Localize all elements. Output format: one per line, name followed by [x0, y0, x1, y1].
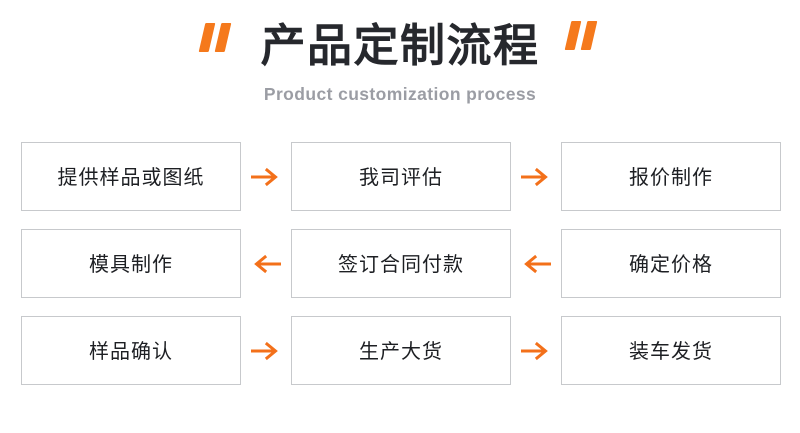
step-label: 我司评估: [359, 164, 443, 189]
flow-row: 提供样品或图纸 我司评估 报价制作: [21, 142, 781, 211]
title-row: 产品定制流程: [0, 14, 800, 76]
step-label: 生产大货: [359, 338, 443, 363]
step-label: 确定价格: [629, 251, 713, 276]
arrow-left-icon: [521, 253, 551, 275]
page-title: 产品定制流程: [260, 18, 540, 72]
step-label: 装车发货: [629, 338, 713, 363]
step-box[interactable]: 装车发货: [561, 316, 781, 385]
step-label: 模具制作: [89, 251, 173, 276]
connector: [511, 142, 561, 211]
flow-row: 模具制作 签订合同付款 确定价格: [21, 229, 781, 298]
flow-row: 样品确认 生产大货 装车发货: [21, 316, 781, 385]
step-box[interactable]: 签订合同付款: [291, 229, 511, 298]
header: 产品定制流程 Product customization process: [0, 0, 800, 128]
step-label: 样品确认: [89, 338, 173, 363]
step-box[interactable]: 样品确认: [21, 316, 241, 385]
connector: [241, 316, 291, 385]
step-box[interactable]: 提供样品或图纸: [21, 142, 241, 211]
close-quote-mark-icon: [566, 21, 600, 51]
step-box[interactable]: 模具制作: [21, 229, 241, 298]
arrow-right-icon: [521, 166, 551, 188]
step-box[interactable]: 生产大货: [291, 316, 511, 385]
connector: [241, 229, 291, 298]
step-box[interactable]: 报价制作: [561, 142, 781, 211]
connector: [511, 229, 561, 298]
connector: [241, 142, 291, 211]
step-label: 签订合同付款: [338, 251, 464, 276]
step-box[interactable]: 确定价格: [561, 229, 781, 298]
step-label: 提供样品或图纸: [57, 164, 205, 189]
arrow-right-icon: [251, 166, 281, 188]
arrow-right-icon: [521, 340, 551, 362]
arrow-right-icon: [251, 340, 281, 362]
process-flow: 提供样品或图纸 我司评估 报价制作: [21, 142, 781, 385]
open-quote-mark-icon: [200, 23, 234, 53]
arrow-left-icon: [251, 253, 281, 275]
step-label: 报价制作: [629, 164, 713, 189]
page-subtitle: Product customization process: [263, 84, 537, 104]
step-box[interactable]: 我司评估: [291, 142, 511, 211]
connector: [511, 316, 561, 385]
